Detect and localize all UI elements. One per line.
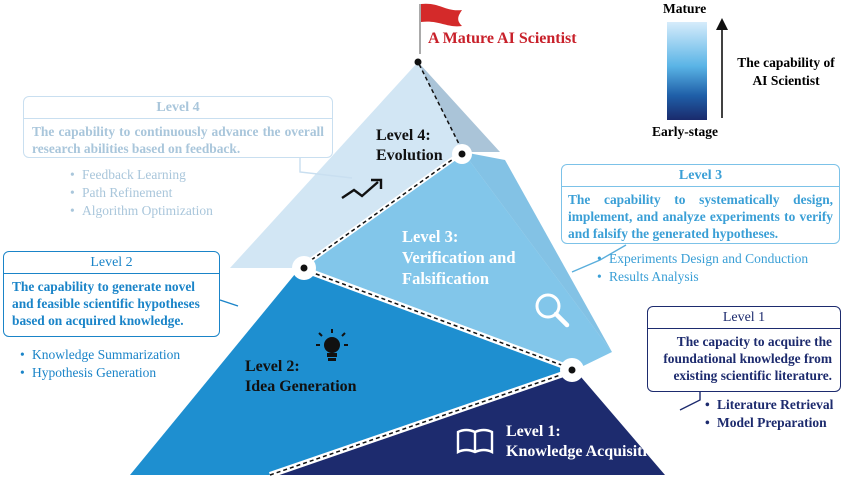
book-icon bbox=[456, 428, 494, 454]
pyramid-label-level1: Level 1: Knowledge Acquisition bbox=[506, 422, 664, 462]
level3-title: Level 3 bbox=[562, 165, 839, 187]
pyramid-label-level4: Level 4: Evolution bbox=[376, 126, 443, 166]
pyramid-label-level2: Level 2: Idea Generation bbox=[245, 357, 357, 397]
legend-arrow bbox=[716, 18, 728, 118]
level3-card: Level 3 The capability to systematically… bbox=[561, 164, 840, 244]
level4-title: Level 4 bbox=[24, 97, 332, 119]
pyramid-label-level3-line2: Verification and bbox=[402, 248, 516, 267]
pyramid-level3-face bbox=[463, 152, 612, 352]
list-item: Path Refinement bbox=[70, 184, 213, 202]
list-item: Results Analysis bbox=[597, 268, 808, 286]
connector-level1 bbox=[679, 392, 701, 411]
level4-bullets: Feedback Learning Path Refinement Algori… bbox=[70, 166, 213, 220]
connector-level4 bbox=[299, 158, 353, 179]
level4-card: Level 4 The capability to continuously a… bbox=[23, 96, 333, 158]
level2-title: Level 2 bbox=[4, 252, 219, 274]
level1-card: Level 1 The capacity to acquire the foun… bbox=[647, 306, 841, 392]
pyramid-level4-region bbox=[230, 62, 463, 268]
pyramid bbox=[130, 58, 665, 478]
pyramid-level1-region bbox=[270, 370, 665, 475]
pyramid-label-level1-line1: Level 1: bbox=[506, 423, 561, 440]
pyramid-label-level3: Level 3: Verification and Falsification bbox=[402, 226, 516, 289]
magnifier-icon bbox=[535, 293, 570, 328]
level1-description: The capacity to acquire the foundational… bbox=[663, 334, 832, 383]
legend-axis-line1: The capability of bbox=[737, 55, 835, 70]
list-item: Hypothesis Generation bbox=[20, 364, 180, 382]
flag-icon bbox=[419, 3, 462, 54]
node-dot bbox=[568, 366, 576, 374]
list-item: Algorithm Optimization bbox=[70, 202, 213, 220]
node-dot bbox=[458, 150, 466, 158]
level4-description: The capability to continuously advance t… bbox=[32, 124, 324, 156]
level1-title: Level 1 bbox=[648, 307, 840, 329]
pyramid-label-level2-line1: Level 2: bbox=[245, 358, 300, 375]
legend-top-label: Mature bbox=[663, 1, 707, 16]
pyramid-label-level4-line2: Evolution bbox=[376, 147, 443, 164]
level2-description: The capability to generate novel and fea… bbox=[12, 279, 200, 328]
pyramid-level4-face bbox=[418, 62, 500, 152]
level2-bullets: Knowledge Summarization Hypothesis Gener… bbox=[20, 346, 180, 382]
lightbulb-icon bbox=[316, 329, 348, 361]
level3-bullets: Experiments Design and Conduction Result… bbox=[597, 250, 808, 286]
connector-level2 bbox=[219, 299, 239, 307]
pyramid-label-level3-line1: Level 3: bbox=[402, 227, 459, 246]
legend-axis-label: The capability of AI Scientist bbox=[731, 54, 841, 90]
list-item: Literature Retrieval bbox=[705, 396, 833, 414]
pyramid-label-level4-line1: Level 4: bbox=[376, 127, 431, 144]
level3-description: The capability to systematically design,… bbox=[568, 192, 833, 241]
pyramid-label-level2-line2: Idea Generation bbox=[245, 378, 357, 395]
node-summit bbox=[414, 58, 422, 66]
node-dot bbox=[300, 264, 308, 272]
progress-path bbox=[269, 61, 578, 476]
list-item: Experiments Design and Conduction bbox=[597, 250, 808, 268]
pyramid-label-level3-line3: Falsification bbox=[402, 269, 490, 288]
legend-gradient-bar bbox=[667, 22, 707, 120]
legend-axis-line2: AI Scientist bbox=[752, 73, 820, 88]
trend-arrow-icon bbox=[341, 178, 383, 199]
legend-bottom-label: Early-stage bbox=[652, 124, 718, 139]
pyramid-level3-region bbox=[300, 152, 612, 370]
list-item: Knowledge Summarization bbox=[20, 346, 180, 364]
summit-label: A Mature AI Scientist bbox=[428, 30, 577, 47]
pyramid-label-level1-line2: Knowledge Acquisition bbox=[506, 443, 664, 460]
list-item: Feedback Learning bbox=[70, 166, 213, 184]
level2-card: Level 2 The capability to generate novel… bbox=[3, 251, 220, 337]
list-item: Model Preparation bbox=[705, 414, 833, 432]
level1-bullets: Literature Retrieval Model Preparation bbox=[705, 396, 833, 432]
